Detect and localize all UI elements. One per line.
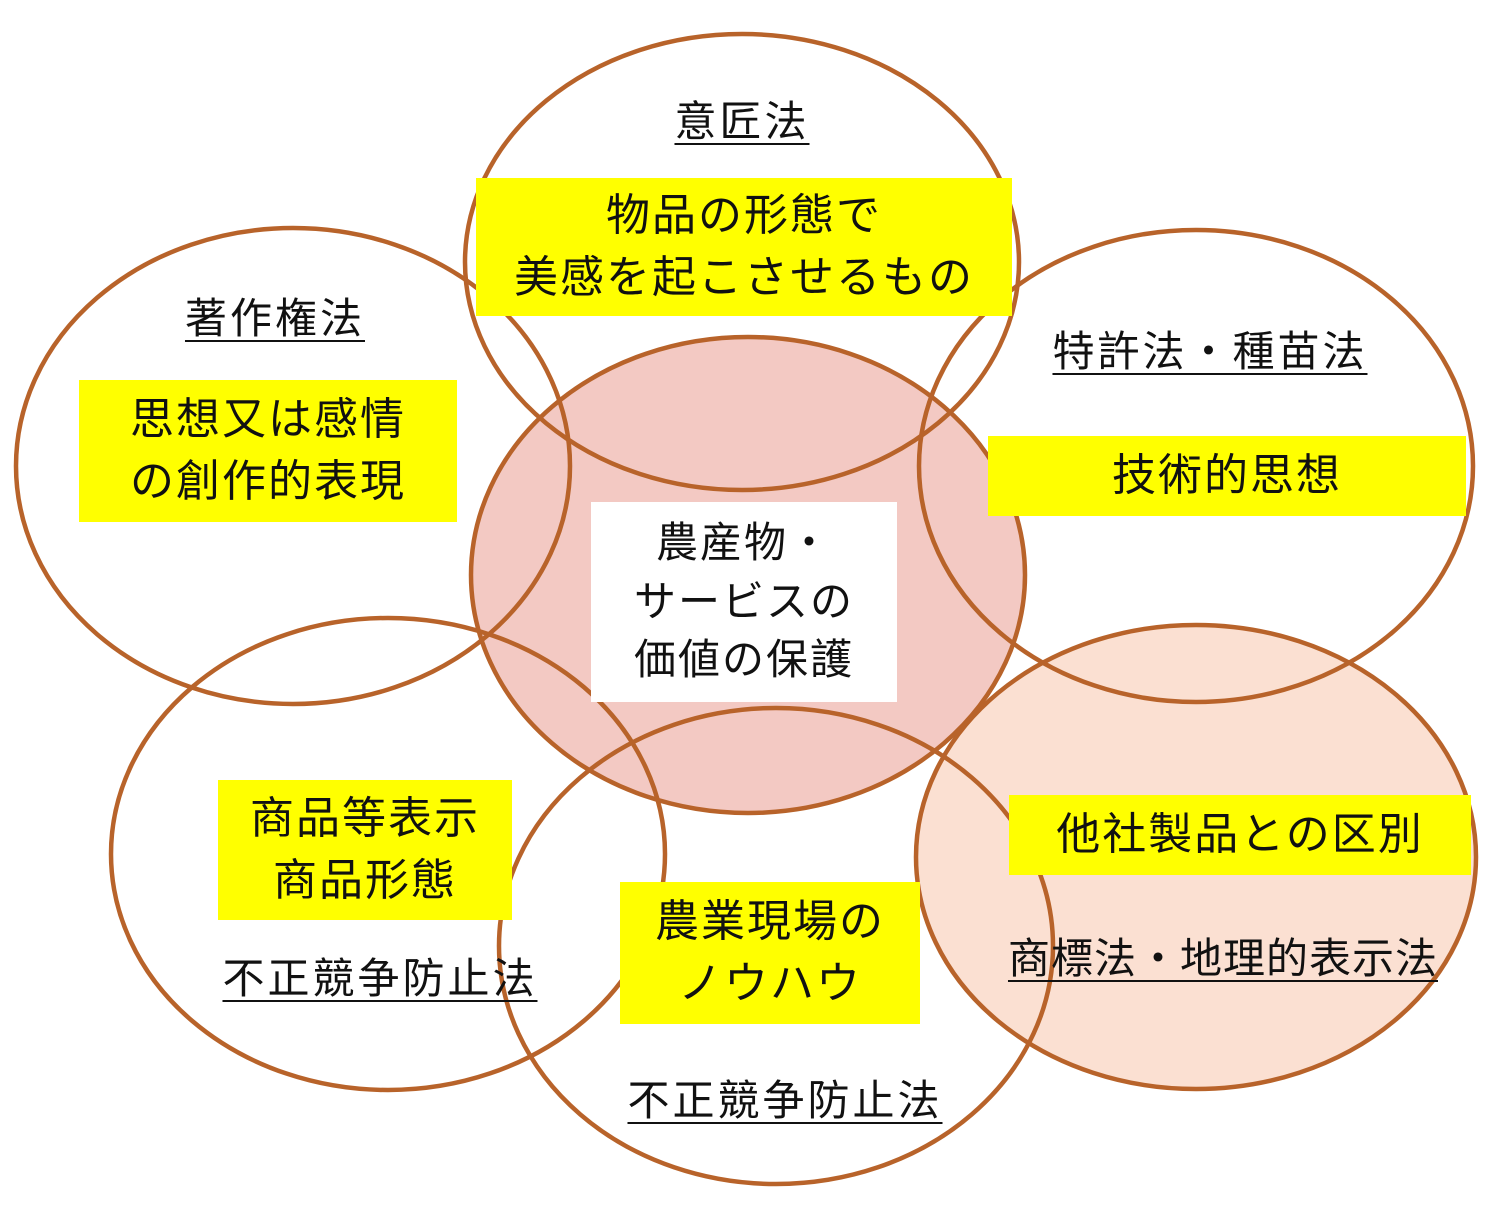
unfair-product-circle [108, 615, 668, 1093]
unfair-knowhow-description-line-1: 農業現場の [655, 896, 885, 948]
design-law-label: 意匠法 [674, 97, 810, 146]
center-line-2: サービスの [633, 576, 854, 626]
center-line-1: 農産物・ [655, 517, 832, 567]
trademark-law-label: 商標法・地理的表示法 [1007, 934, 1438, 983]
unfair-knowhow-circle [496, 705, 1056, 1187]
trademark-description-line-1: 他社製品との区別 [1056, 809, 1424, 861]
unfair-knowhow-description-line-2: ノウハウ [678, 958, 862, 1009]
patent-description-box: 技術的思想 [988, 436, 1466, 516]
center-line-3: 価値の保護 [633, 635, 854, 685]
design-description-line-1: 物品の形態で [606, 190, 882, 242]
unfair-product-law-label: 不正競争防止法 [222, 954, 538, 1003]
trademark-description-box: 他社製品との区別 [1009, 795, 1471, 875]
unfair-product-description-line-2: 商品形態 [273, 855, 457, 906]
copyright-circle [13, 225, 573, 707]
patent-description-line-1: 技術的思想 [1112, 450, 1342, 502]
center-label-box: 農産物・ サービスの 価値の保護 [591, 502, 897, 702]
copyright-description-box: 思想又は感情 の創作的表現 [79, 380, 457, 522]
copyright-law-label: 著作権法 [184, 294, 365, 343]
unfair-product-description-line-1: 商品等表示 [250, 793, 480, 845]
copyright-description-line-1: 思想又は感情 [130, 394, 406, 446]
unfair-product-description-box: 商品等表示 商品形態 [218, 780, 512, 920]
patent-circle [916, 227, 1476, 705]
unfair-knowhow-description-box: 農業現場の ノウハウ [620, 882, 920, 1024]
design-description-box: 物品の形態で 美感を起こさせるもの [476, 178, 1012, 316]
design-description-line-2: 美感を起こさせるもの [514, 252, 974, 303]
unfair-knowhow-law-label: 不正競争防止法 [627, 1076, 943, 1125]
copyright-description-line-2: の創作的表現 [130, 456, 406, 507]
design-circle [462, 31, 1022, 493]
patent-law-label: 特許法・種苗法 [1052, 327, 1368, 376]
